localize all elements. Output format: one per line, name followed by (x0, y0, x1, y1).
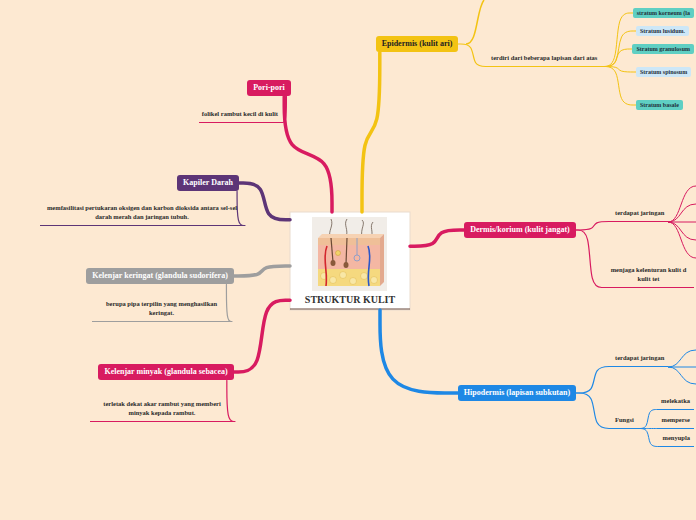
subtopic-text: berupa pipa terpilin yang menghasilkan k… (92, 300, 232, 322)
node-label: folikel rambut kecil di kulit (202, 110, 278, 119)
branch-connector (601, 49, 632, 67)
node-label: Kelenjar keringat (glandula sudorifera) (92, 272, 228, 281)
branch-topic: Kelenjar minyak (glandula sebacea) (98, 364, 233, 381)
node-label: menjaga kelenturan kulit d kulit tet (607, 266, 690, 284)
branch-connector (410, 230, 464, 246)
subtopic-text: memfasilitasi pertukaran oksigen dan kar… (40, 204, 245, 226)
node-label: Hipodermis (lapisan subkutan) (464, 389, 570, 398)
branch-connector (234, 300, 290, 372)
branch-topic: Dermis/korium (kulit jangat) (464, 222, 576, 239)
branch-connector (576, 367, 612, 393)
node-label: berupa pipa terpilin yang menghasilkan k… (95, 300, 228, 318)
node-label: STRUKTUR KULIT (305, 294, 395, 305)
branch-connector (237, 191, 245, 225)
branch-connector (576, 222, 612, 230)
branch-connector (638, 429, 660, 447)
branch-connector (282, 96, 286, 122)
node-label: Epidermis (kulit ari) (382, 40, 453, 49)
node-label: menyupla (663, 434, 690, 443)
branch-topic: Hipodermis (lapisan subkutan) (458, 385, 576, 402)
node-label: Pori-pori (253, 84, 285, 93)
layer-chip: Stratum granulosum (632, 44, 694, 55)
branch-topic: Kelenjar keringat (glandula sudorifera) (86, 268, 234, 285)
branch-connector (601, 31, 636, 67)
branch-connector (576, 230, 604, 288)
layer-chip: Stratum spinosum (636, 67, 691, 78)
node-label: Fungsi (615, 416, 634, 425)
cut-branches (466, 0, 696, 384)
node-label: terletak dekat akar rambut yang memberi … (93, 400, 231, 418)
center-illustration (290, 212, 410, 310)
subtopic-text: terdapat jaringan (612, 209, 668, 222)
branch-connector (638, 410, 658, 429)
node-label: stratum korneum (la (637, 10, 690, 17)
node-label: terdapat jaringan (615, 209, 664, 218)
subtopic-text: menjaga kelenturan kulit d kulit tet (604, 266, 694, 288)
subtopic-text: memperse (658, 416, 694, 429)
node-label: Dermis/korium (kulit jangat) (470, 226, 570, 235)
central-topic: STRUKTUR KULIT (290, 212, 410, 310)
node-label: terdapat jaringan (615, 354, 664, 363)
branch-connector (227, 380, 235, 421)
subtopic-text: Fungsi (612, 416, 638, 429)
node-label: memfasilitasi pertukaran oksigen dan kar… (43, 204, 241, 222)
node-label: memperse (661, 416, 690, 425)
branch-connector (576, 393, 612, 429)
branch-topic: Epidermis (kulit ari) (376, 36, 459, 53)
node-label: terdiri dari beberapa lapisan dari atas (491, 54, 597, 63)
node-label: Stratum granulosum (636, 46, 690, 53)
node-label: Stratum basale (640, 102, 679, 109)
layer-chip: Stratum lusidum. (636, 26, 689, 37)
layer-chip: Stratum basale (636, 100, 683, 111)
subtopic-text: folikel rambut kecil di kulit (199, 110, 282, 123)
branch-connector (458, 44, 488, 67)
layer-chip: stratum korneum (la (633, 8, 694, 19)
branch-connector (234, 266, 290, 276)
branch-connector (362, 52, 380, 212)
node-label: melekatka (661, 397, 690, 406)
branch-connector (284, 96, 332, 212)
branch-topic: Pori-pori (247, 80, 291, 97)
subtopic-text: terdiri dari beberapa lapisan dari atas (488, 54, 601, 67)
node-label: Stratum lusidum. (640, 28, 685, 35)
branch-topic: Kapiler Darah (177, 175, 239, 192)
branch-connector (601, 67, 636, 106)
branch-connector (601, 13, 632, 67)
node-label: Kapiler Darah (183, 179, 233, 188)
branch-connector (601, 67, 636, 73)
subtopic-text: menyupla (660, 434, 694, 447)
subtopic-text: melekatka (658, 397, 694, 410)
branch-connector (380, 310, 458, 393)
node-label: Kelenjar minyak (glandula sebacea) (104, 368, 227, 377)
branch-connector (239, 183, 290, 220)
subtopic-text: terletak dekat akar rambut yang memberi … (90, 400, 235, 422)
node-label: Stratum spinosum (640, 69, 687, 76)
branch-connector (226, 284, 232, 321)
subtopic-text: terdapat jaringan (612, 354, 668, 367)
